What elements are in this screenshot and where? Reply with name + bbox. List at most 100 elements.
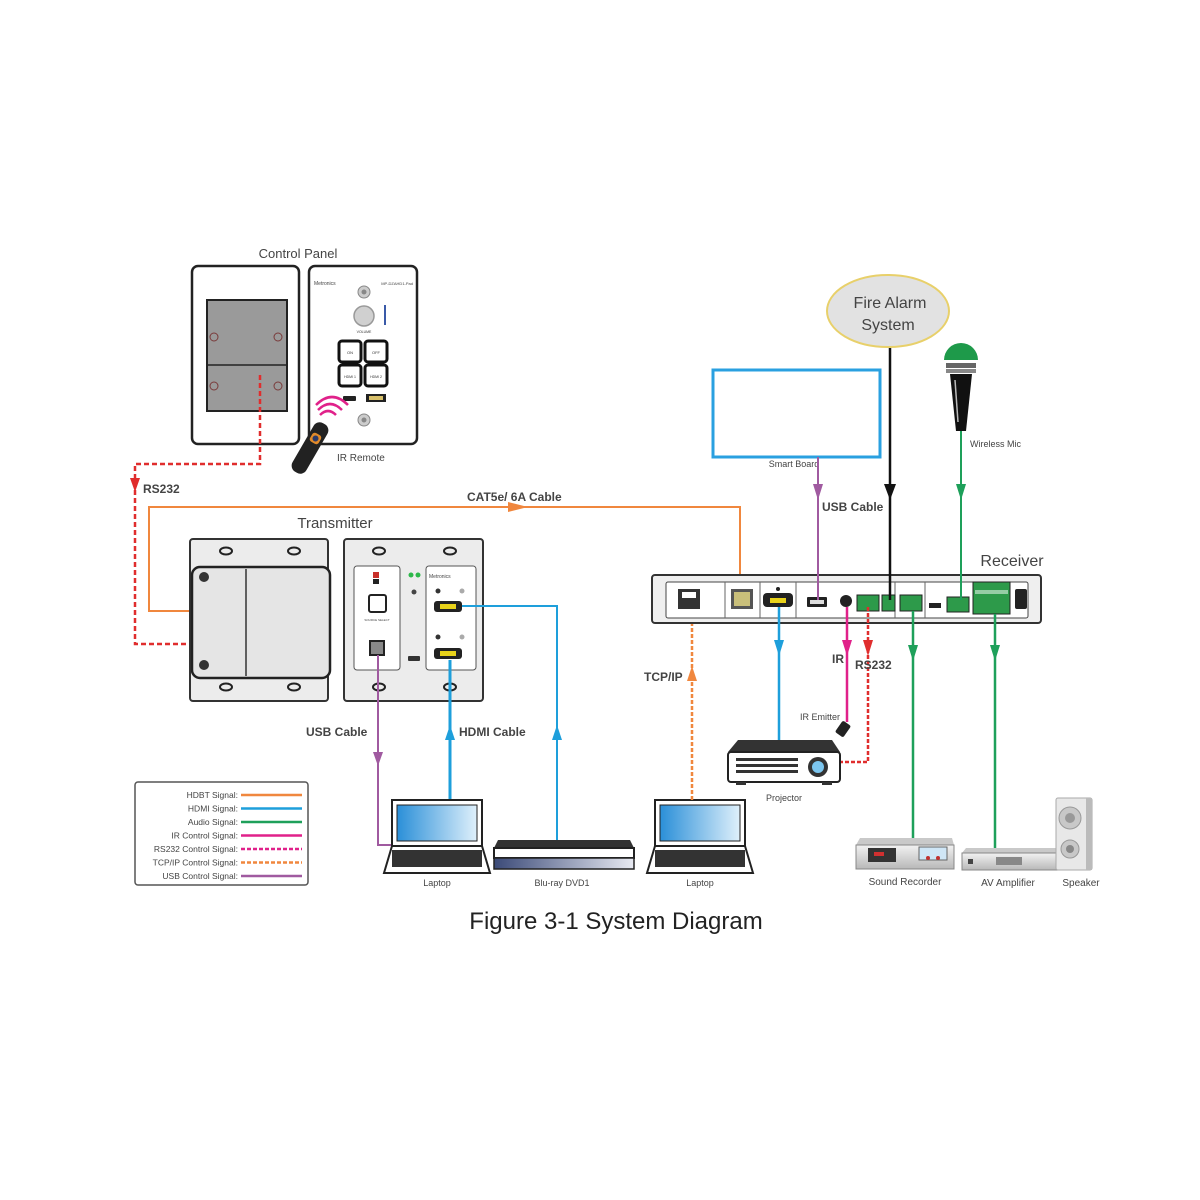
av-amplifier-label: AV Amplifier bbox=[981, 878, 1035, 889]
audio-amplifier-connection bbox=[990, 614, 1000, 848]
ir-connection: IR IR Emitter bbox=[800, 607, 852, 737]
panel-button-on[interactable] bbox=[337, 339, 363, 364]
mic-icon bbox=[944, 343, 978, 360]
receiver-title: Receiver bbox=[980, 553, 1044, 570]
hdbt-cat-cable: CAT5e/ 6A Cable bbox=[148, 490, 741, 612]
alarm-terminal bbox=[881, 594, 896, 612]
mic-in-terminal bbox=[946, 596, 970, 613]
hdmi-projector-connection bbox=[774, 607, 784, 740]
hdmi-bluray-connection bbox=[462, 605, 562, 840]
volume-knob[interactable] bbox=[353, 305, 375, 327]
bluray-icon bbox=[494, 840, 634, 848]
legend-item-label: RS232 Control Signal: bbox=[154, 844, 238, 854]
source-select-label: SOURCE SELECT bbox=[364, 618, 390, 622]
legend-item-label: TCP/IP Control Signal: bbox=[153, 858, 238, 868]
usb-cable-bottom-label: USB Cable bbox=[306, 725, 368, 739]
source-select-button[interactable] bbox=[368, 594, 387, 613]
audio-recorder-arrow-icon bbox=[908, 645, 918, 661]
control-panel: Control Panel Metronics MP-DZAHD1-Pad VO… bbox=[190, 246, 419, 446]
panel-button-hdmi1[interactable] bbox=[337, 363, 363, 388]
bluray-player: Blu-ray DVD1 bbox=[493, 840, 635, 888]
cat-cable-label: CAT5e/ 6A Cable bbox=[467, 490, 562, 504]
bluray-label: Blu-ray DVD1 bbox=[534, 878, 589, 888]
fire-alarm-label-2: System bbox=[861, 317, 914, 334]
hdmi-projector-arrow-icon bbox=[774, 640, 784, 656]
projector: Projector bbox=[727, 740, 841, 803]
panel-button-hdmi1-label: HDMI 1 bbox=[344, 375, 356, 379]
volume-knob-label: VOLUME bbox=[357, 330, 372, 334]
wireless-mic-label: Wireless Mic bbox=[970, 439, 1021, 449]
ir-out-port bbox=[840, 595, 852, 607]
ir-emitter-label: IR Emitter bbox=[800, 712, 840, 722]
panel-button-off[interactable] bbox=[363, 339, 389, 364]
audio-terminal-block bbox=[972, 581, 1011, 615]
panel-button-on-label: ON bbox=[347, 350, 353, 355]
laptop-right-label: Laptop bbox=[686, 878, 714, 888]
usb-cable-top-label: USB Cable bbox=[822, 500, 884, 514]
usb-laptop-line bbox=[377, 655, 392, 846]
legend-item-label: USB Control Signal: bbox=[162, 871, 238, 881]
figure-caption: Figure 3-1 System Diagram bbox=[469, 908, 763, 935]
speaker-label: Speaker bbox=[1062, 878, 1100, 889]
smart-board-icon bbox=[711, 368, 882, 459]
ir-arrow-icon bbox=[842, 640, 852, 656]
laptop-left-label: Laptop bbox=[423, 878, 451, 888]
hdmi-laptop-connection: HDMI Cable bbox=[445, 660, 526, 805]
audio-amplifier-arrow-icon bbox=[990, 645, 1000, 661]
hdmi-laptop-arrow-icon bbox=[445, 725, 455, 740]
mic-arrow-icon bbox=[956, 484, 966, 500]
sound-recorder: Sound Recorder bbox=[855, 838, 955, 888]
transmitter: Transmitter SOURCE SELECT Metronics bbox=[189, 515, 484, 702]
rs232-dashed-line bbox=[133, 375, 262, 646]
tcpip-connection: TCP/IP bbox=[644, 617, 697, 800]
hdbt-line bbox=[148, 506, 741, 612]
fire-alarm-arrow-icon bbox=[884, 484, 896, 500]
fire-alarm-label-1: Fire Alarm bbox=[854, 295, 927, 312]
legend: HDBT Signal: HDMI Signal: Audio Signal: IR … bbox=[134, 781, 309, 886]
control-panel-front-plate bbox=[307, 264, 419, 446]
transmitter-title: Transmitter bbox=[297, 515, 372, 532]
line-out-terminal bbox=[899, 594, 923, 612]
rs232-left-label: RS232 bbox=[143, 482, 180, 496]
tcpip-arrow-icon bbox=[687, 666, 697, 681]
wireless-mic: Wireless Mic bbox=[944, 343, 1021, 600]
control-panel-title: Control Panel bbox=[259, 246, 338, 261]
panel-button-hdmi2-label: HDMI 2 bbox=[370, 375, 382, 379]
ir-emitter-icon bbox=[835, 721, 851, 737]
rs232-arrow-icon bbox=[130, 478, 140, 492]
fire-alarm-ellipse bbox=[826, 274, 950, 348]
panel-button-hdmi2[interactable] bbox=[363, 363, 389, 388]
legend-item-label: Audio Signal: bbox=[188, 817, 238, 827]
panel-button-off-label: OFF bbox=[372, 350, 381, 355]
ir-label: IR bbox=[832, 652, 844, 666]
legend-item-label: HDBT Signal: bbox=[187, 790, 238, 800]
smart-board-label: Smart Board bbox=[769, 459, 820, 469]
usb-laptop-connection: USB Cable bbox=[306, 655, 392, 846]
control-panel-brand: Metronics bbox=[314, 281, 336, 287]
laptop-left: Laptop bbox=[382, 799, 492, 888]
rs232-projector-arrow-icon bbox=[863, 640, 873, 656]
sound-recorder-label: Sound Recorder bbox=[869, 877, 942, 888]
projector-icon bbox=[728, 740, 840, 752]
hdmi-bluray-arrow-icon bbox=[552, 725, 562, 740]
tcpip-label: TCP/IP bbox=[644, 670, 683, 684]
usb-laptop-arrow-icon bbox=[373, 752, 383, 766]
rs232-projector-connection: RS232 bbox=[840, 607, 892, 764]
transmitter-brand: Metronics bbox=[429, 574, 451, 580]
rs232-left-connection: RS232 bbox=[130, 375, 262, 646]
control-panel-model: MP-DZAHD1-Pad bbox=[381, 281, 413, 286]
legend-item-label: IR Control Signal: bbox=[171, 831, 238, 841]
fire-alarm-system: Fire Alarm System bbox=[826, 274, 950, 600]
speaker: Speaker bbox=[1055, 797, 1100, 889]
rs232-projector-line bbox=[840, 607, 870, 764]
ir-remote: IR Remote bbox=[291, 395, 385, 474]
rs232-right-label: RS232 bbox=[855, 658, 892, 672]
usb-port bbox=[369, 640, 385, 656]
receiver: Receiver bbox=[651, 553, 1044, 624]
laptop-right: Laptop bbox=[645, 799, 755, 888]
audio-recorder-connection bbox=[908, 611, 918, 842]
legend-item-label: HDMI Signal: bbox=[188, 804, 238, 814]
smart-board: Smart Board USB Cable bbox=[711, 368, 884, 600]
ir-signal-icon bbox=[315, 395, 349, 416]
